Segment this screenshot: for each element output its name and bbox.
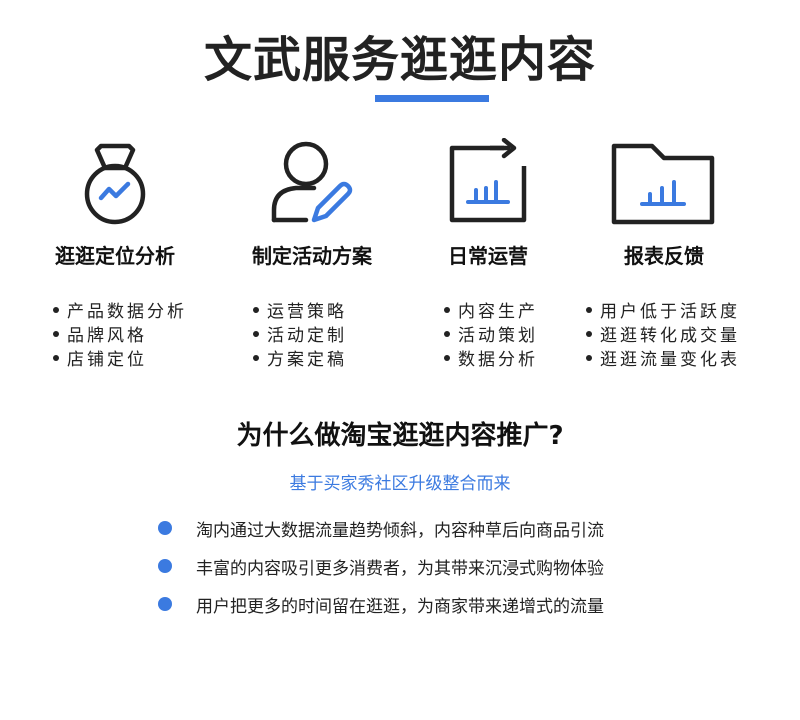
bullet-dot — [586, 355, 592, 361]
service-list: 内容生产 活动策划 数据分析 — [444, 300, 538, 372]
reason-list: 淘内通过大数据流量趋势倾斜，内容种草后向商品引流 丰富的内容吸引更多消费者，为其… — [158, 517, 604, 631]
reason-item: 淘内通过大数据流量趋势倾斜，内容种草后向商品引流 — [158, 517, 604, 555]
service-title: 逛逛定位分析 — [55, 244, 175, 268]
list-item: 品牌风格 — [53, 324, 187, 348]
service-list: 产品数据分析 品牌风格 店铺定位 — [53, 300, 187, 372]
service-title: 日常运营 — [448, 244, 528, 268]
bullet-dot — [586, 331, 592, 337]
reason-item: 用户把更多的时间留在逛逛，为商家带来递增式的流量 — [158, 593, 604, 631]
service-list: 用户低于活跃度 逛逛转化成交量 逛逛流量变化表 — [586, 300, 740, 372]
list-item: 运营策略 — [253, 300, 347, 324]
bullet-dot — [253, 355, 259, 361]
list-item: 产品数据分析 — [53, 300, 187, 324]
blue-bullet-icon — [158, 597, 172, 611]
page-title: 文武服务逛逛内容 — [203, 32, 596, 88]
bullet-dot — [253, 331, 259, 337]
blue-bullet-icon — [158, 521, 172, 535]
bullet-dot — [444, 331, 450, 337]
list-item: 用户低于活跃度 — [586, 300, 740, 324]
bullet-dot — [53, 355, 59, 361]
list-item: 数据分析 — [444, 348, 538, 372]
bullet-dot — [586, 307, 592, 313]
growth-chart-icon — [428, 138, 548, 228]
section-subheading: 基于买家秀社区升级整合而来 — [289, 474, 511, 494]
list-item: 逛逛转化成交量 — [586, 324, 740, 348]
reason-item: 丰富的内容吸引更多消费者，为其带来沉浸式购物体验 — [158, 555, 604, 593]
list-item: 方案定稿 — [253, 348, 347, 372]
service-title: 制定活动方案 — [252, 244, 372, 268]
list-item: 内容生产 — [444, 300, 538, 324]
list-item: 逛逛流量变化表 — [586, 348, 740, 372]
list-item: 活动定制 — [253, 324, 347, 348]
list-item: 店铺定位 — [53, 348, 187, 372]
medal-icon — [55, 138, 175, 228]
bullet-dot — [444, 307, 450, 313]
list-item: 活动策划 — [444, 324, 538, 348]
user-edit-icon — [252, 138, 372, 228]
service-title: 报表反馈 — [624, 244, 704, 268]
blue-bullet-icon — [158, 559, 172, 573]
bullet-dot — [53, 307, 59, 313]
bullet-dot — [444, 355, 450, 361]
bullet-dot — [53, 331, 59, 337]
report-folder-icon — [604, 138, 724, 228]
service-list: 运营策略 活动定制 方案定稿 — [253, 300, 347, 372]
bullet-dot — [253, 307, 259, 313]
section-heading: 为什么做淘宝逛逛内容推广? — [236, 421, 564, 451]
title-underline — [375, 95, 489, 102]
